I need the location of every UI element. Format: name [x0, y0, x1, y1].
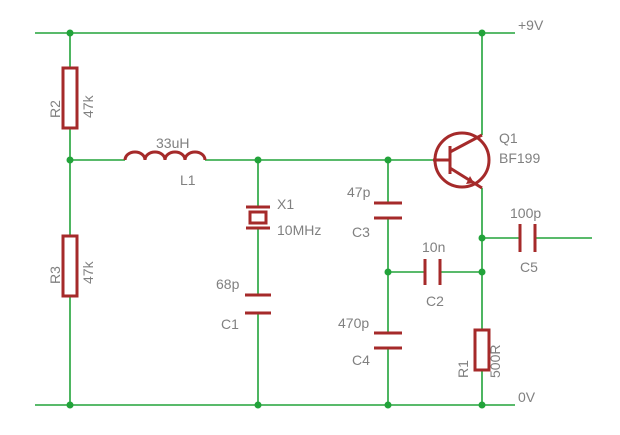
junction-node — [66, 401, 74, 409]
junction-node — [254, 156, 262, 164]
c2-name-label: C2 — [426, 293, 444, 309]
l1-value-label: 33uH — [156, 135, 189, 151]
c4-value-label: 470p — [338, 315, 369, 331]
junction-node — [384, 156, 392, 164]
wires — [35, 32, 592, 406]
capacitor-c2-symbol — [423, 259, 442, 285]
q1-value-label: BF199 — [499, 150, 540, 166]
c1-name-label: C1 — [221, 316, 239, 332]
junction-node — [384, 268, 392, 276]
component-symbols — [61, 66, 537, 372]
resistor-r3-symbol — [61, 234, 79, 298]
resistor-r1-symbol — [473, 328, 491, 372]
labels: +9V 0V R2 47k R3 47k 33uH L1 X1 10MHz 68… — [47, 17, 544, 405]
capacitor-c5-symbol — [518, 224, 537, 252]
positive-rail-label: +9V — [518, 17, 544, 33]
r3-value-label: 47k — [80, 260, 96, 284]
r1-name-label: R1 — [455, 360, 471, 378]
x1-value-label: 10MHz — [277, 222, 321, 238]
ground-rail-label: 0V — [518, 389, 536, 405]
capacitor-c4-symbol — [374, 331, 402, 350]
c3-name-label: C3 — [352, 224, 370, 240]
transistor-q1-symbol — [433, 131, 491, 190]
junction-node — [478, 29, 486, 37]
r1-value-label: 500R — [487, 345, 503, 378]
junction-node — [384, 401, 392, 409]
c2-value-label: 10n — [422, 239, 445, 255]
resistor-r2-symbol — [61, 66, 79, 130]
junction-node — [66, 156, 74, 164]
inductor-l1-symbol — [123, 150, 207, 161]
crystal-x1-symbol — [246, 205, 270, 230]
r3-name-label: R3 — [47, 266, 63, 284]
c4-name-label: C4 — [352, 352, 370, 368]
l1-name-label: L1 — [180, 172, 196, 188]
r2-name-label: R2 — [47, 100, 63, 118]
c1-value-label: 68p — [216, 276, 240, 292]
junction-nodes — [66, 29, 486, 409]
junction-node — [254, 401, 262, 409]
c5-value-label: 100p — [510, 205, 541, 221]
q1-name-label: Q1 — [499, 130, 518, 146]
junction-node — [478, 401, 486, 409]
junction-node — [478, 268, 486, 276]
capacitor-c1-symbol — [245, 293, 271, 315]
junction-node — [478, 234, 486, 242]
c3-value-label: 47p — [347, 184, 371, 200]
r2-value-label: 47k — [80, 94, 96, 118]
capacitor-c3-symbol — [374, 201, 402, 220]
x1-name-label: X1 — [277, 196, 294, 212]
junction-node — [66, 29, 74, 37]
c5-name-label: C5 — [520, 259, 538, 275]
